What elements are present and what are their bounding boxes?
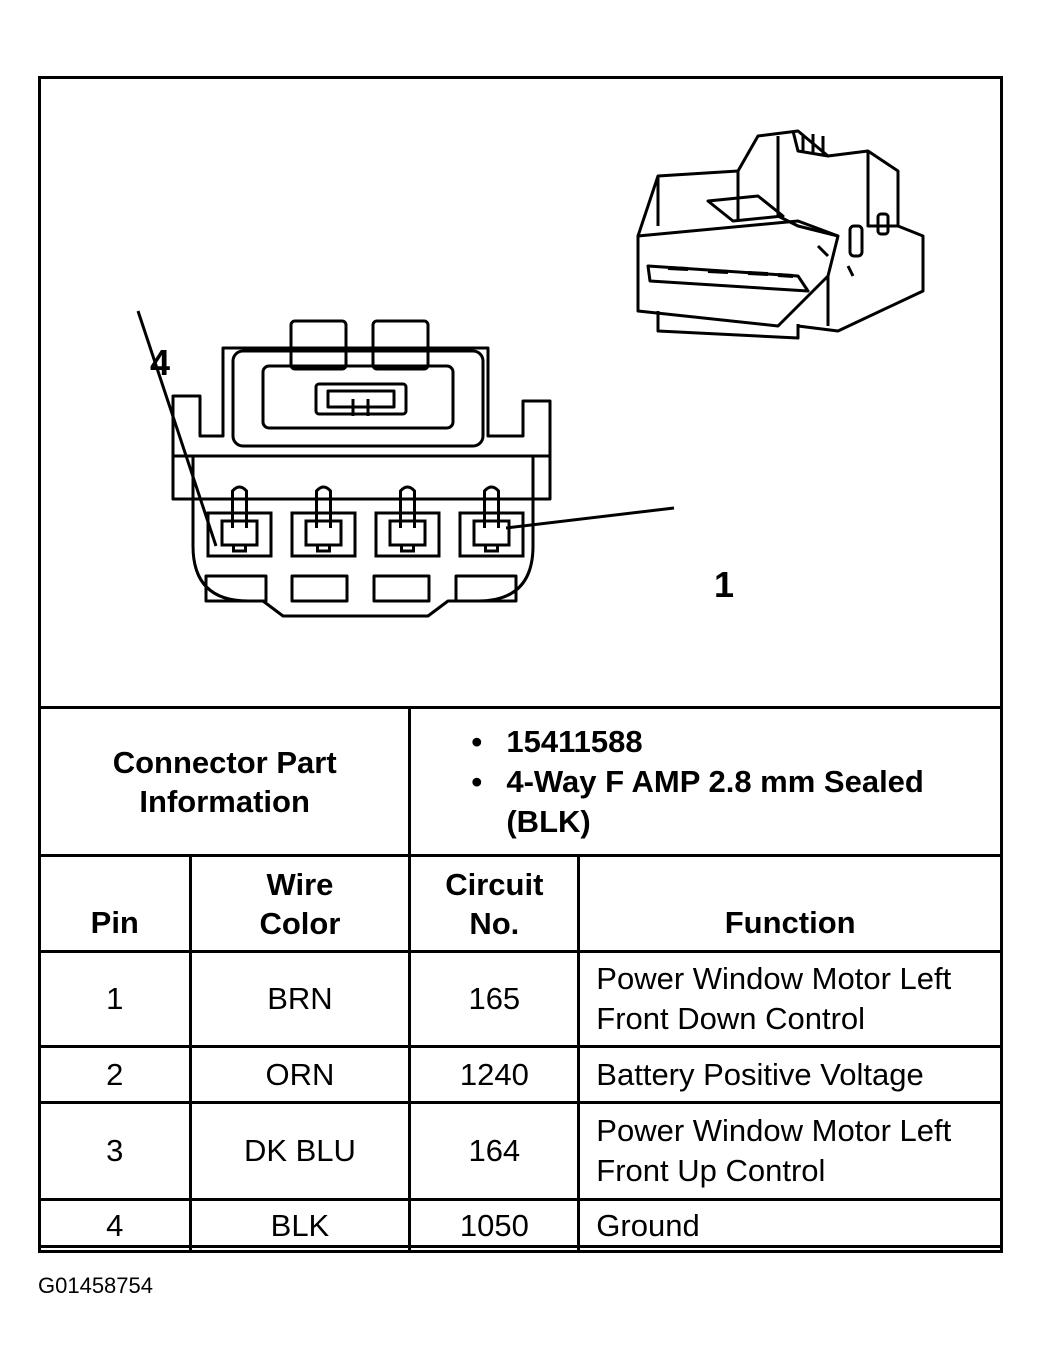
connector-iso-view <box>636 129 925 340</box>
pin-cavity <box>290 485 357 558</box>
pin-callout-1: 1 <box>714 564 735 605</box>
connector-iso-pins <box>667 266 794 278</box>
function-cell: Ground <box>577 1198 1003 1253</box>
wire-color-cell: BRN <box>188 950 412 1048</box>
connector-face-drawing <box>136 129 925 618</box>
connector-diagram: 4 1 <box>38 76 1003 708</box>
connector-type-item: •4-Way F AMP 2.8 mm Sealed (BLK) <box>471 763 924 839</box>
pin-cell: 3 <box>38 1101 192 1201</box>
function-cell: Battery Positive Voltage <box>577 1045 1003 1104</box>
pin-cell: 2 <box>38 1045 192 1104</box>
circuit-cell: 165 <box>408 950 581 1048</box>
wire-color-cell: DK BLU <box>188 1101 412 1201</box>
function-cell: Power Window Motor Left Front Up Control <box>577 1101 1003 1201</box>
function-cell: Power Window Motor Left Front Down Contr… <box>577 950 1003 1048</box>
connector-pinout-table: Connector Part Information •15411588 •4-… <box>37 706 1003 1253</box>
table-row: 2 ORN 1240 Battery Positive Voltage <box>38 1045 1003 1104</box>
circuit-cell: 1050 <box>408 1198 581 1253</box>
header-wire-color: Wire Color <box>188 854 412 953</box>
header-function: Function <box>577 854 1003 953</box>
wire-color-cell: ORN <box>188 1045 412 1104</box>
pin-cavity <box>458 485 525 558</box>
connector-info-row: Connector Part Information •15411588 •4-… <box>37 706 1003 857</box>
pin-cavity <box>206 485 273 558</box>
wire-color-cell: BLK <box>188 1198 412 1253</box>
table-row: 1 BRN 165 Power Window Motor Left Front … <box>38 950 1003 1048</box>
pin-cell: 1 <box>38 950 192 1048</box>
header-pin: Pin <box>38 854 192 953</box>
circuit-cell: 1240 <box>408 1045 581 1104</box>
connector-info-values: •15411588 •4-Way F AMP 2.8 mm Sealed (BL… <box>408 706 1003 857</box>
pin-cell: 4 <box>38 1198 192 1253</box>
table-row: 4 BLK 1050 Ground <box>38 1198 1003 1253</box>
table-row: 3 DK BLU 164 Power Window Motor Left Fro… <box>38 1101 1003 1201</box>
pin-cavity <box>374 485 441 558</box>
figure-code: G01458754 <box>38 1273 153 1298</box>
circuit-cell: 164 <box>408 1101 581 1201</box>
part-number-item: •15411588 <box>471 723 643 759</box>
table-header-row: Pin Wire Color Circuit No. Function <box>38 854 1003 953</box>
header-circuit: Circuit No. <box>408 854 581 953</box>
pin-callout-4: 4 <box>150 342 171 383</box>
connector-info-label: Connector Part Information <box>37 706 412 857</box>
